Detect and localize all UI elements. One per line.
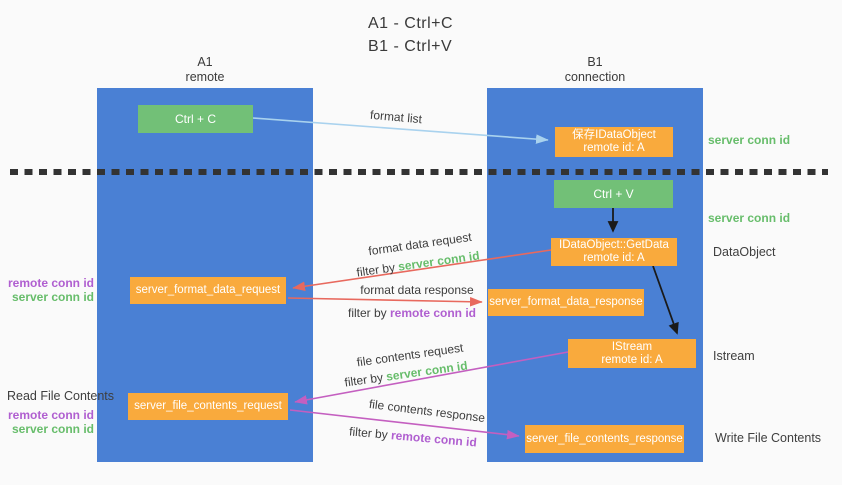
title-line-b1: B1 - Ctrl+V [368,38,453,55]
right-istream-label: Istream [713,349,755,363]
right-server-conn-id-top: server conn id [708,133,791,147]
label-file-contents-response-filter: filter by remote conn id [349,424,478,449]
right-write-file-contents-label: Write File Contents [715,431,822,445]
server-file-contents-request-box: server_file_contents_request [128,393,288,420]
ctrl-v-box: Ctrl + V [554,180,673,208]
server-format-data-response-box: server_format_data_response [488,289,644,316]
arrow-format-data-response [287,296,483,307]
label-file-contents-response: file contents response [368,396,486,426]
ctrl-c-box: Ctrl + C [138,105,253,133]
server-file-contents-request-label: server_file_contents_request [134,400,282,412]
save-idataobject-box: 保存IDataObject remote id: A [555,127,673,157]
getdata-line1: IDataObject::GetData [559,239,669,251]
lane-header-a1: A1 remote [97,55,313,85]
label-format-data-response: format data response [360,283,474,297]
save-idataobject-line2: remote id: A [583,142,645,154]
filter-by-text: filter by [355,259,400,280]
server-file-contents-response-box: server_file_contents_response [525,425,684,453]
ctrl-c-label: Ctrl + C [174,111,216,126]
remote-conn-id-text: remote conn id [390,306,477,320]
left-conn-id-stack-bottom: remote conn id server conn id [0,408,94,436]
lane-b1-sub: connection [564,70,626,84]
ctrl-v-label: Ctrl + V [593,186,634,201]
istream-box: IStream remote id: A [568,339,696,368]
right-server-conn-id-mid: server conn id [708,211,791,225]
lane-header-b1: B1 connection [487,55,703,85]
filter-by-text: filter by [348,424,392,443]
left-server-conn-id-top: server conn id [11,290,94,304]
getdata-box: IDataObject::GetData remote id: A [551,238,677,266]
right-dataobject-label: DataObject [713,245,776,259]
left-server-conn-id-bottom: server conn id [11,422,94,436]
lane-a1-name: A1 [197,55,213,69]
label-format-data-response-filter: filter by remote conn id [348,306,476,320]
remote-conn-id-text: remote conn id [390,428,478,450]
phase-divider-dotted-line [10,169,828,175]
istream-line2: remote id: A [601,353,663,366]
server-format-data-request-box: server_format_data_request [130,277,286,304]
filter-by-text: filter by [347,306,390,320]
left-conn-id-stack-top: remote conn id server conn id [0,276,94,304]
diagram-title: A1 - Ctrl+C B1 - Ctrl+V [368,12,453,58]
left-remote-conn-id-top: remote conn id [7,276,94,290]
left-remote-conn-id-bottom: remote conn id [7,408,94,422]
lane-a1-sub: remote [185,70,225,84]
label-format-list: format list [369,107,423,127]
server-format-data-request-label: server_format_data_request [135,284,281,296]
title-line-a1: A1 - Ctrl+C [368,15,454,32]
getdata-line2: remote id: A [583,252,645,264]
server-file-contents-response-label: server_file_contents_response [526,432,683,445]
server-format-data-response-label: server_format_data_response [489,296,643,308]
save-idataobject-line1: 保存IDataObject [572,129,656,141]
filter-by-text: filter by [343,369,388,390]
lane-b1-name: B1 [587,55,603,69]
left-read-file-contents-label: Read File Contents [7,389,115,403]
istream-line1: IStream [611,340,653,353]
